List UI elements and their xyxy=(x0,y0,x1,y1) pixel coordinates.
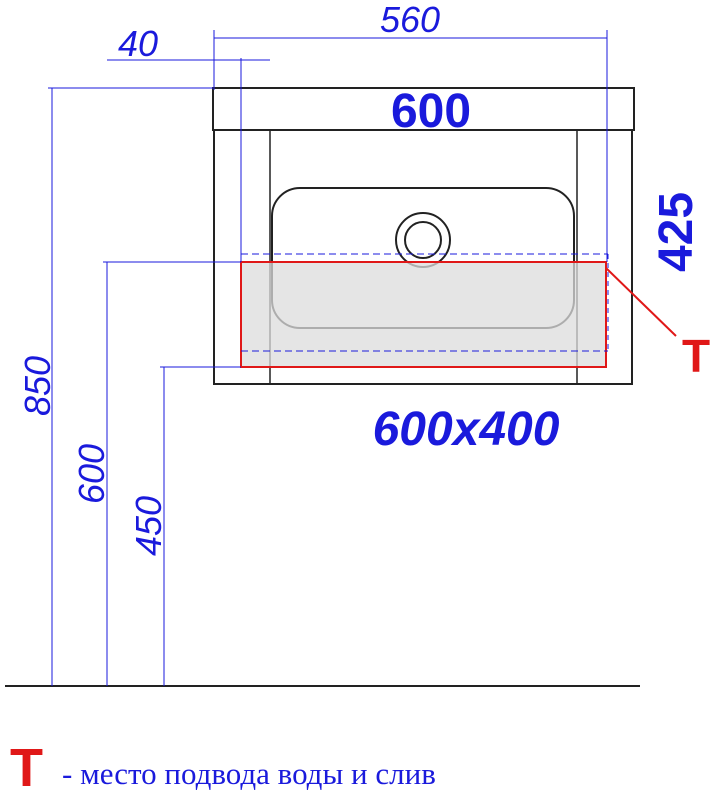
drain-hole-inner xyxy=(404,221,442,259)
legend-symbol: T xyxy=(10,738,43,791)
marker-pointer xyxy=(605,267,677,337)
dim-600-label: 600 xyxy=(71,444,112,504)
marker-symbol: T xyxy=(682,330,710,382)
dim-850-label: 850 xyxy=(17,356,58,416)
dim-450-label: 450 xyxy=(128,496,169,556)
dim-40-label: 40 xyxy=(118,23,158,64)
basin-size-label: 600x400 xyxy=(373,403,560,456)
dim-425-label: 425 xyxy=(650,192,703,272)
legend-text: - место подвода воды и слив xyxy=(62,756,436,791)
connection-zone xyxy=(240,261,607,368)
countertop-width-label: 600 xyxy=(391,85,471,138)
dim-560-label: 560 xyxy=(380,0,440,40)
